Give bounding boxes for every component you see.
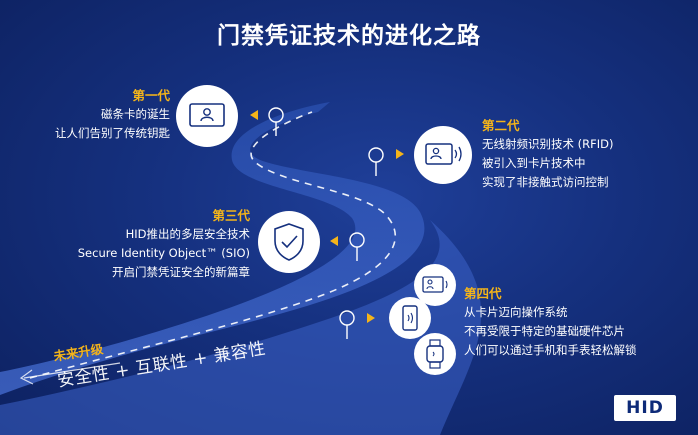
generation-3-line-3: 开启门禁凭证安全的新篇章 [112,265,250,279]
generation-2-line-3: 实现了非接触式访问控制 [482,175,609,189]
future-arrow [23,362,121,379]
magstripe-card-icon [176,85,238,147]
generation-3-line-2: Secure Identity Object™ (SIO) [77,246,250,260]
road-center-dashes [29,111,396,379]
contactless-card-icon [414,264,456,306]
arrow-gen3 [330,236,338,246]
generation-1-label: 第一代 [132,88,170,103]
generation-3-line-1: HID推出的多层安全技术 [125,227,250,241]
arrow-gen4 [367,313,375,323]
generation-1: 第一代 磁条卡的诞生 让人们告别了传统钥匙 [30,86,170,143]
generation-4: 第四代 从卡片迈向操作系统 不再受限于特定的基础硬件芯片 人们可以通过手机和手表… [464,284,689,360]
page-title: 门禁凭证技术的进化之路 [217,23,481,49]
generation-1-line-1: 磁条卡的诞生 [101,107,170,121]
pin-gen4 [339,310,355,339]
road-surface [0,102,425,435]
generation-2-label: 第二代 [482,118,520,133]
pin-gen1 [268,107,284,136]
generation-4-line-3: 人们可以通过手机和手表轻松解锁 [464,343,637,357]
arrow-gen2 [396,149,404,159]
shield-check-icon [258,211,320,273]
generation-4-line-1: 从卡片迈向操作系统 [464,305,568,319]
hid-logo: HID [614,395,676,421]
rfid-card-icon [414,126,472,184]
generation-4-label: 第四代 [464,286,502,301]
pin-gen2 [368,147,384,176]
road-shoulder [0,220,482,435]
generation-2: 第二代 无线射频识别技术 (RFID) 被引入到卡片技术中 实现了非接触式访问控… [482,116,682,192]
generation-4-line-2: 不再受限于特定的基础硬件芯片 [464,324,625,338]
smartphone-icon [389,297,431,339]
future-arrow-head [19,369,34,385]
generation-2-line-2: 被引入到卡片技术中 [482,156,586,170]
arrow-gen1 [250,110,258,120]
generation-2-line-1: 无线射频识别技术 (RFID) [482,137,614,151]
generation-3: 第三代 HID推出的多层安全技术 Secure Identity Object™… [50,206,250,282]
pin-gen3 [349,232,365,261]
smartwatch-icon [414,333,456,375]
generation-1-line-2: 让人们告别了传统钥匙 [55,126,170,140]
generation-3-label: 第三代 [212,208,250,223]
